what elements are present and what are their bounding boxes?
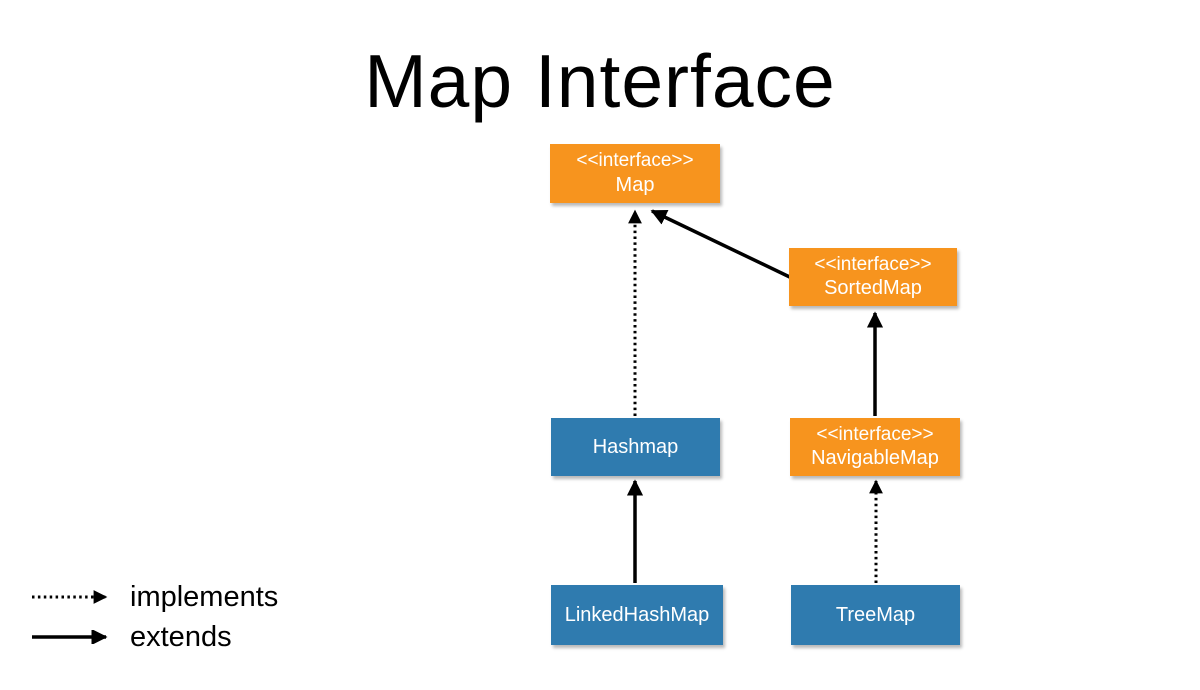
legend-row-implements: implements [30, 577, 278, 617]
node-treemap-label: TreeMap [835, 603, 916, 626]
legend-label-extends: extends [130, 620, 232, 653]
edge-sortedmap-extends-map [650, 209, 799, 283]
node-map-label: Map [615, 173, 655, 196]
node-navigablemap-label: NavigableMap [811, 447, 939, 470]
legend-row-extends: extends [30, 617, 278, 657]
node-map-interface: <<interface>> Map [550, 144, 720, 203]
legend-label-implements: implements [130, 580, 279, 613]
node-map-stereotype: <<interface>> [576, 150, 694, 172]
node-hashmap-label: Hashmap [592, 435, 679, 458]
node-linkedhashmap-class: LinkedHashMap [551, 585, 723, 645]
node-sortedmap-stereotype: <<interface>> [814, 253, 932, 275]
solid-arrow-icon [32, 630, 108, 644]
dotted-arrow-icon [32, 590, 108, 604]
node-sortedmap-interface: <<interface>> SortedMap [789, 248, 957, 306]
node-treemap-class: TreeMap [791, 585, 960, 645]
node-navigablemap-stereotype: <<interface>> [816, 423, 934, 445]
node-linkedhashmap-label: LinkedHashMap [564, 603, 710, 626]
node-hashmap-class: Hashmap [551, 418, 720, 476]
node-navigablemap-interface: <<interface>> NavigableMap [790, 418, 960, 476]
legend: implements extends [30, 577, 278, 657]
page-title: Map Interface [364, 39, 836, 123]
node-sortedmap-label: SortedMap [824, 277, 922, 300]
